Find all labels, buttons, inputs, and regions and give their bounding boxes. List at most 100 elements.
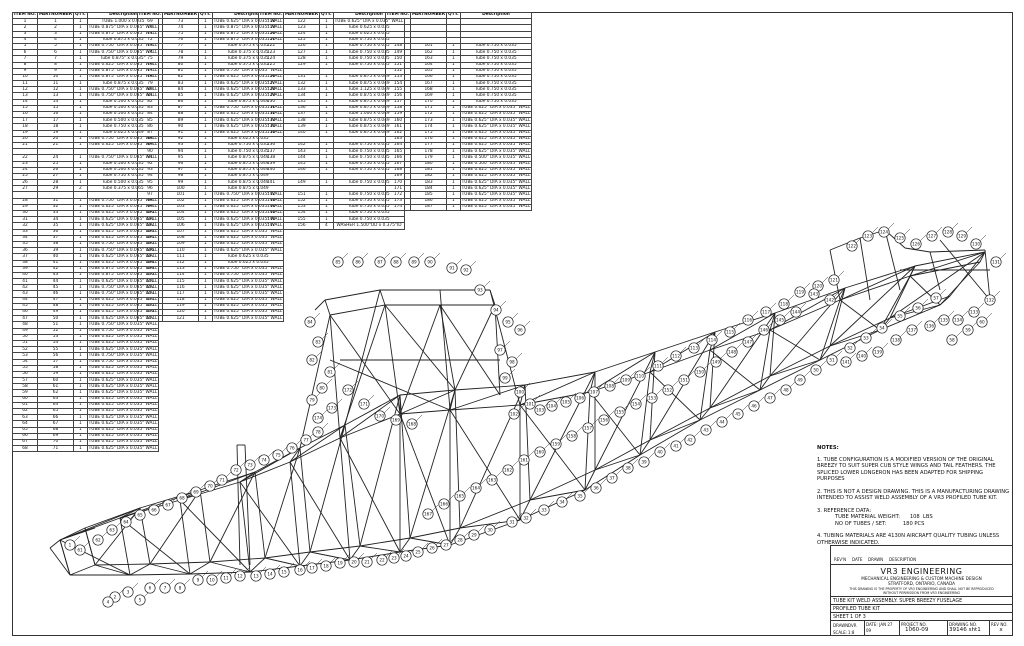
sheet-number: SHEET 1 OF 3 — [833, 614, 866, 620]
item-balloon: 142 — [824, 294, 836, 306]
item-balloon: 74 — [258, 454, 270, 466]
balloon-label: 33 — [541, 508, 547, 513]
balloon-label: 35 — [577, 494, 583, 499]
balloon-label: 75 — [275, 453, 281, 458]
leader-line — [999, 252, 1007, 260]
item-balloon: 160 — [534, 446, 546, 458]
item-balloon: 116 — [742, 314, 754, 326]
leader-line — [73, 535, 81, 543]
leader-line — [671, 380, 679, 388]
balloon-label: 156 — [600, 418, 608, 423]
item-balloon: 143 — [808, 288, 820, 300]
item-balloon: 93 — [474, 284, 486, 296]
leader-line — [719, 352, 727, 360]
item-balloon: 34 — [556, 496, 568, 508]
item-balloon: 79 — [306, 394, 318, 406]
balloon-label: 134 — [954, 318, 962, 323]
item-balloon: 100 — [514, 386, 526, 398]
balloon-label: 98 — [509, 360, 515, 365]
leader-line — [515, 352, 523, 360]
item-balloon: 43 — [700, 424, 712, 436]
leader-line — [725, 412, 733, 420]
item-balloon: 147 — [742, 336, 754, 348]
balloon-label: 90 — [427, 260, 433, 265]
diagonal-tube — [649, 371, 701, 421]
item-balloon: 19 — [334, 557, 346, 569]
tail-tube — [929, 251, 941, 291]
balloon-label: 140 — [858, 354, 866, 359]
leader-line — [693, 430, 701, 438]
item-balloon: 62 — [92, 534, 104, 546]
item-balloon: 145 — [774, 314, 786, 326]
balloon-label: 162 — [504, 468, 512, 473]
balloon-label: 32 — [523, 516, 529, 521]
balloon-label: 88 — [393, 260, 399, 265]
balloon-label: 150 — [696, 370, 704, 375]
longeron-tube — [94, 563, 151, 566]
item-balloon: 5 — [134, 594, 146, 606]
balloon-label: 97 — [497, 348, 503, 353]
leader-line — [951, 222, 959, 230]
item-balloon: 49 — [794, 374, 806, 386]
item-balloon: 171 — [358, 398, 370, 410]
item-balloon: 77 — [300, 434, 312, 446]
item-balloon: 152 — [662, 384, 674, 396]
item-balloon: 22 — [376, 554, 388, 566]
item-balloon: 30 — [484, 524, 496, 536]
balloon-label: 115 — [726, 330, 734, 335]
balloon-label: 143 — [810, 292, 818, 297]
drawing-title: TUBE KIT WELD ASSEMBLY: SUPER BREEZY FUS… — [833, 598, 963, 604]
balloon-label: 60 — [979, 320, 985, 325]
item-balloon: 139 — [872, 346, 884, 358]
balloon-label: 76 — [289, 446, 295, 451]
item-balloon: 112 — [670, 350, 682, 362]
tail-tube — [929, 249, 986, 253]
date-label: DATE: — [866, 622, 878, 627]
item-balloon: 59 — [962, 324, 974, 336]
balloon-label: 23 — [391, 556, 397, 561]
item-balloon: 158 — [566, 430, 578, 442]
balloon-label: 25 — [415, 550, 421, 555]
item-balloon: 16 — [294, 564, 306, 576]
item-balloon: 165 — [454, 490, 466, 502]
item-balloon: 141 — [840, 356, 852, 368]
leader-line — [607, 410, 615, 418]
leader-line — [899, 330, 907, 338]
diagonal-tube — [449, 384, 526, 411]
cage-post — [384, 304, 401, 415]
balloon-label: 22 — [379, 558, 385, 563]
balloon-label: 159 — [552, 442, 560, 447]
item-balloon: 99 — [499, 372, 511, 384]
balloon-label: 36 — [593, 486, 599, 491]
tail-tube — [984, 249, 991, 301]
longeron-tube — [149, 561, 211, 565]
longeron-tube — [409, 527, 461, 539]
leader-line — [575, 426, 583, 434]
balloon-label: 79 — [309, 398, 315, 403]
balloon-label: 86 — [355, 260, 361, 265]
leader-line — [495, 470, 503, 478]
item-balloon: 67 — [162, 499, 174, 511]
leader-line — [321, 422, 329, 430]
item-balloon: 44 — [716, 416, 728, 428]
item-balloon: 38 — [622, 462, 634, 474]
leader-line — [961, 310, 969, 318]
item-balloon: 172 — [342, 384, 354, 396]
leader-line — [993, 290, 1001, 298]
balloon-label: 81 — [327, 370, 333, 375]
tail-tube — [236, 444, 241, 566]
balloon-label: 91 — [449, 266, 455, 271]
longeron-tube — [709, 375, 771, 409]
item-balloon: 21 — [361, 556, 373, 568]
balloon-label: 57 — [933, 296, 939, 301]
balloon-label: 20 — [351, 560, 357, 565]
leader-line — [493, 520, 501, 528]
item-balloon: 10 — [206, 574, 218, 586]
